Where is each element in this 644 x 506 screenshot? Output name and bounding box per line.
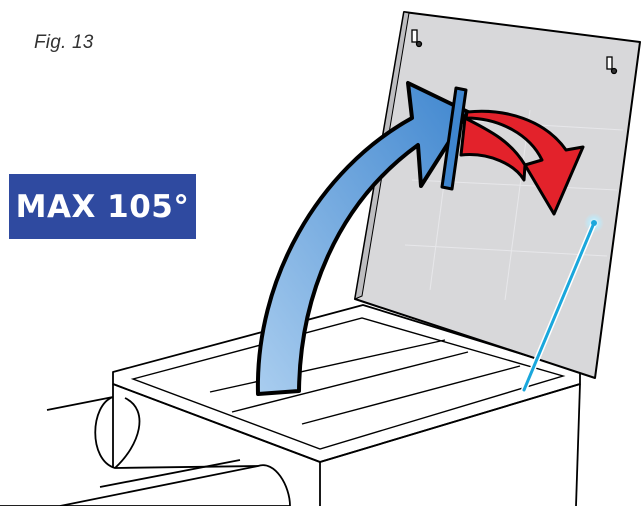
figure-caption: Fig. 13 — [34, 32, 94, 53]
max-angle-label: MAX 105° — [15, 188, 190, 225]
max-angle-badge: MAX 105° — [9, 174, 196, 239]
container-interior — [130, 317, 566, 450]
support-rod — [521, 213, 604, 393]
limit-arrow-icon — [459, 109, 585, 216]
hinge-bracket-icon — [411, 29, 423, 48]
limit-stop-bar — [440, 86, 468, 191]
pipe — [0, 396, 291, 506]
hinge-bracket-icon — [606, 56, 618, 75]
